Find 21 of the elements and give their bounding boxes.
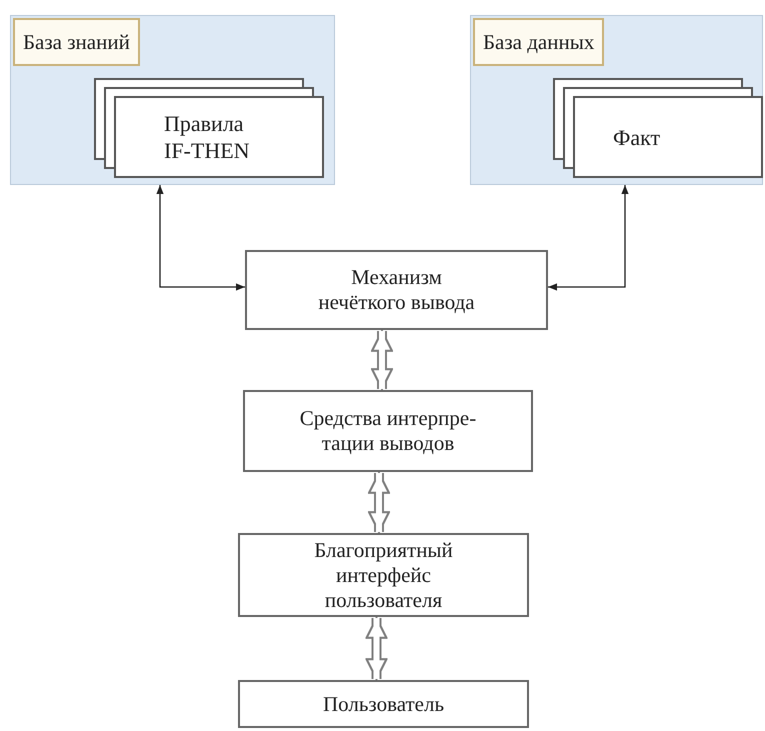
box-text: Пользователь [322,692,444,716]
card-text: Факт [613,124,662,150]
process-box [243,390,533,472]
double-arrow [366,616,388,680]
process-box [238,680,529,728]
panel-heading: База данных [473,18,604,66]
panel [10,15,335,185]
double-arrow [368,472,390,534]
box-text: Благоприятный интерфейс пользователя [313,538,454,612]
box-text: Механизм нечёткого вывода [317,265,476,315]
double-arrow [371,330,393,390]
card-text: Правила IF-THEN [164,110,251,164]
card [573,96,763,178]
box-text: Средства интерпре-тации выводов [298,406,478,456]
process-box [238,533,529,617]
process-box [245,250,548,330]
panel-heading: База знаний [13,18,140,66]
panel [470,15,763,185]
card [114,96,324,178]
arrow [156,185,245,291]
arrow [548,185,629,291]
